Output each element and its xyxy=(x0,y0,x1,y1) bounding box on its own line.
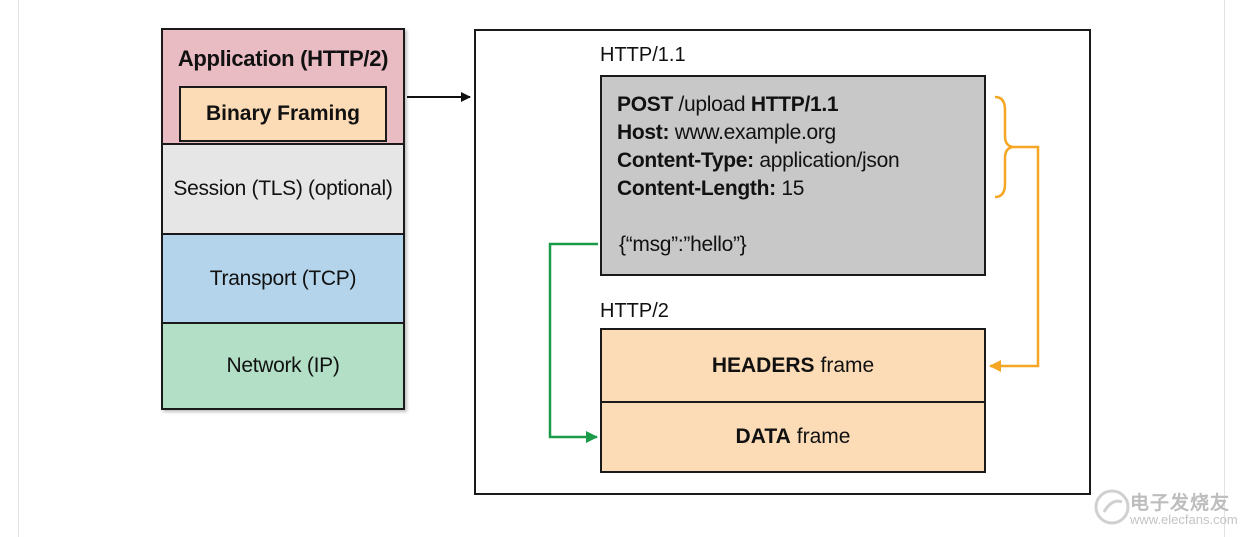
network-layer: Network (IP) xyxy=(163,322,403,408)
http11-label: HTTP/1.1 xyxy=(600,44,686,66)
request-path: /upload xyxy=(672,93,751,116)
host-header: Host: www.example.org xyxy=(617,121,836,145)
transport-layer-label: Transport (TCP) xyxy=(209,266,357,290)
session-layer-label: Session (TLS) (optional) xyxy=(173,177,393,200)
request-method: POST xyxy=(617,93,673,116)
left-edge-line xyxy=(18,0,19,537)
watermark-title: 电子发烧友 xyxy=(1130,493,1231,514)
headers-arrow xyxy=(989,145,1040,372)
host-header-value: www.example.org xyxy=(669,121,837,144)
right-edge-line xyxy=(1224,0,1225,537)
content-length-value: 15 xyxy=(775,177,805,200)
content-type-header: Content-Type: application/json xyxy=(617,149,900,173)
binary-framing-layer: Binary Framing xyxy=(179,86,387,142)
binary-framing-label: Binary Framing xyxy=(205,102,361,125)
content-type-key: Content-Type: xyxy=(617,149,754,172)
http2-label: HTTP/2 xyxy=(600,300,669,322)
framing-detail-panel xyxy=(474,29,1091,495)
transport-layer: Transport (TCP) xyxy=(163,233,403,322)
headers-frame-word: frame xyxy=(820,353,875,377)
host-header-key: Host: xyxy=(617,121,670,144)
elecfans-logo xyxy=(1094,489,1130,525)
content-length-header: Content-Length: 15 xyxy=(617,177,804,201)
content-length-key: Content-Length: xyxy=(617,177,776,200)
http11-request-box xyxy=(600,75,986,276)
data-frame-word: frame xyxy=(796,425,851,448)
content-type-value: application/json xyxy=(753,149,900,172)
data-arrow xyxy=(548,242,598,443)
request-protocol: HTTP/1.1 xyxy=(750,93,839,116)
request-body: {“msg”:”hello”} xyxy=(619,233,747,256)
data-frame-type: DATA xyxy=(735,425,791,448)
session-layer: Session (TLS) (optional) xyxy=(163,143,403,233)
headers-brace xyxy=(994,95,1014,199)
request-line: POST /upload HTTP/1.1 xyxy=(617,93,839,117)
network-layer-label: Network (IP) xyxy=(226,354,340,377)
headers-frame-type: HEADERS xyxy=(711,353,815,377)
application-layer-label: Application (HTTP/2) xyxy=(177,46,389,71)
watermark-url: www.elecfans.com xyxy=(1130,512,1238,527)
